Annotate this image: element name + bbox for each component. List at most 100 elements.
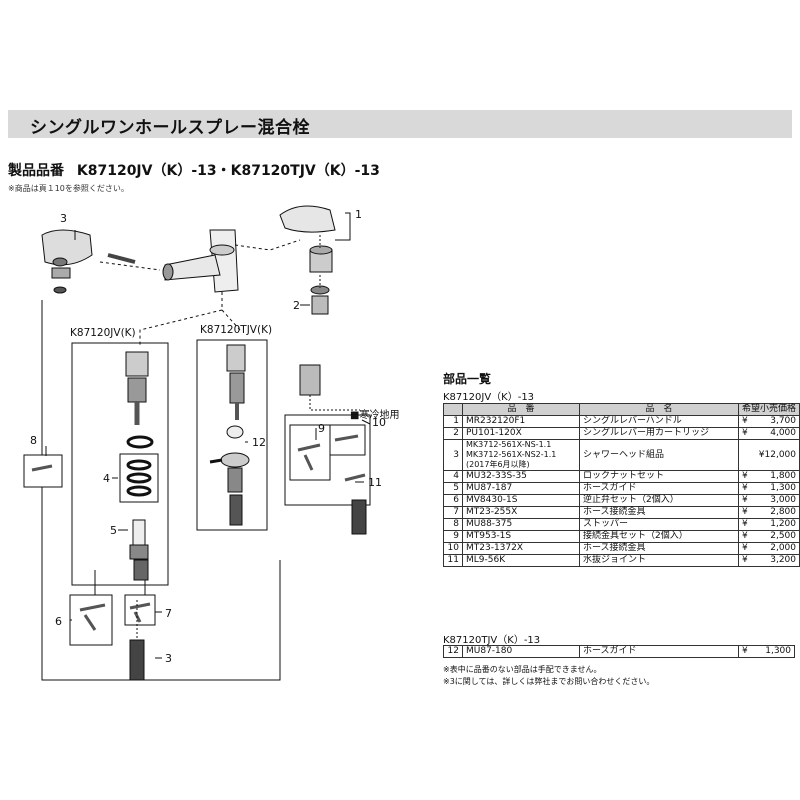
cell-no: 10	[443, 542, 463, 555]
callout-3-top: 3	[60, 212, 67, 225]
cell-code: MU87-180	[462, 645, 580, 658]
cell-price: ¥1,200	[737, 518, 800, 531]
cell-no: 7	[443, 506, 463, 519]
cell-no: 11	[443, 554, 463, 567]
currency-sign: ¥	[741, 519, 748, 529]
cell-price: ¥1,800	[737, 470, 800, 483]
product-numbers: K87120JV（K）-13・K87120TJV（K）-13	[76, 163, 380, 179]
cell-name: 逆止弁セット（2個入）	[578, 494, 739, 507]
price-value: 3,200	[770, 555, 796, 565]
cell-name: シングルレバーハンドル	[578, 415, 739, 428]
currency-sign: ¥	[741, 471, 748, 481]
cold-region-label: ■寒冷地用	[350, 408, 399, 421]
price-value: 1,800	[770, 471, 796, 481]
cell-name: 接続金具セット（2個入）	[578, 530, 739, 543]
product-label: 製品品番	[8, 163, 64, 179]
cell-code: MT23-1372X	[461, 542, 580, 555]
currency-sign: ¥	[741, 543, 748, 553]
cell-name: ホース接続金具	[578, 542, 739, 555]
product-number-line: 製品品番 K87120JV（K）-13・K87120TJV（K）-13	[8, 160, 380, 180]
cell-name: ホースガイド	[578, 482, 739, 495]
model-right-label: K87120TJV(K)	[200, 324, 272, 336]
currency-sign: ¥	[741, 555, 748, 565]
currency-sign: ¥	[742, 646, 748, 656]
page-title: シングルワンホールスプレー混合栓	[30, 118, 310, 138]
cell-no: 6	[443, 494, 463, 507]
callout-10: 10	[372, 416, 386, 429]
cell-code: MU32-33S-35	[461, 470, 580, 483]
price-value: ¥12,000	[758, 449, 796, 460]
col-no	[443, 403, 463, 416]
exploded-parts-diagram: 3 1 2 K87120JV(K) K87120TJV(K) ■寒冷地用 4 5…	[23, 205, 399, 681]
cell-code: MK3712-561X-NS-1.1 MK3712-561X-NS2-1.1 (…	[461, 439, 580, 471]
cell-name: ロックナットセット	[578, 470, 739, 483]
price-value: 3,000	[770, 495, 796, 505]
cell-name: シングルレバー用カートリッジ	[578, 427, 739, 440]
price-value: 1,200	[770, 519, 796, 529]
callout-7: 7	[165, 607, 172, 620]
callout-2: 2	[293, 299, 300, 312]
parts-model-b: K87120TJV（K）-13	[443, 635, 541, 646]
cell-code: ML9-56K	[461, 554, 580, 567]
cell-no: 12	[443, 645, 463, 658]
cell-price: ¥12,000	[737, 439, 800, 471]
col-name: 品 名	[578, 403, 739, 416]
price-value: 3,700	[770, 416, 796, 426]
cell-price: ¥2,800	[737, 506, 800, 519]
cell-no: 5	[443, 482, 463, 495]
cell-price: ¥1,300	[737, 482, 800, 495]
currency-sign: ¥	[741, 507, 748, 517]
cell-code: MT23-255X	[461, 506, 580, 519]
cell-name: ストッパー	[578, 518, 739, 531]
cell-no: 9	[443, 530, 463, 543]
cell-no: 8	[443, 518, 463, 531]
callout-6: 6	[55, 615, 62, 628]
cell-price: ¥3,200	[737, 554, 800, 567]
cell-name: ホース接続金具	[578, 506, 739, 519]
callout-5: 5	[110, 524, 117, 537]
parts-model-a: K87120JV（K）-13	[443, 392, 535, 403]
cell-price: ¥3,000	[737, 494, 800, 507]
cell-price: ¥1,300	[738, 645, 795, 658]
price-value: 1,300	[770, 483, 796, 493]
cell-no: 3	[443, 439, 463, 471]
model-left-label: K87120JV(K)	[70, 327, 136, 339]
cell-code: MT953-1S	[461, 530, 580, 543]
parts-table-header: 品 番 品 名 希望小売価格	[443, 403, 800, 416]
callout-8: 8	[30, 434, 37, 447]
cell-code: PU101-120X	[461, 427, 580, 440]
cell-name: 水抜ジョイント	[578, 554, 739, 567]
price-value: 2,800	[770, 507, 796, 517]
cell-price: ¥2,000	[737, 542, 800, 555]
price-value: 2,000	[770, 543, 796, 553]
cell-price: ¥2,500	[737, 530, 800, 543]
currency-sign: ¥	[741, 428, 748, 438]
price-value: 2,500	[770, 531, 796, 541]
cell-no: 2	[443, 427, 463, 440]
cell-no: 4	[443, 470, 463, 483]
currency-sign: ¥	[741, 416, 748, 426]
cell-price: ¥3,700	[737, 415, 800, 428]
currency-sign: ¥	[741, 531, 748, 541]
cell-code: MU88-375	[461, 518, 580, 531]
cell-code: MV8430-1S	[461, 494, 580, 507]
callout-12: 12	[252, 436, 266, 449]
callout-9: 9	[318, 422, 325, 435]
cell-code: MR232120F1	[461, 415, 580, 428]
footnote-2: ※3に関しては、詳しくは弊社までお問い合わせください。	[443, 677, 655, 686]
parts-list-title: 部品一覧	[443, 372, 492, 386]
cell-code: MU87-187	[461, 482, 580, 495]
currency-sign: ¥	[741, 483, 748, 493]
callout-11: 11	[368, 476, 382, 489]
cell-name: シャワーヘッド組品	[578, 439, 739, 471]
